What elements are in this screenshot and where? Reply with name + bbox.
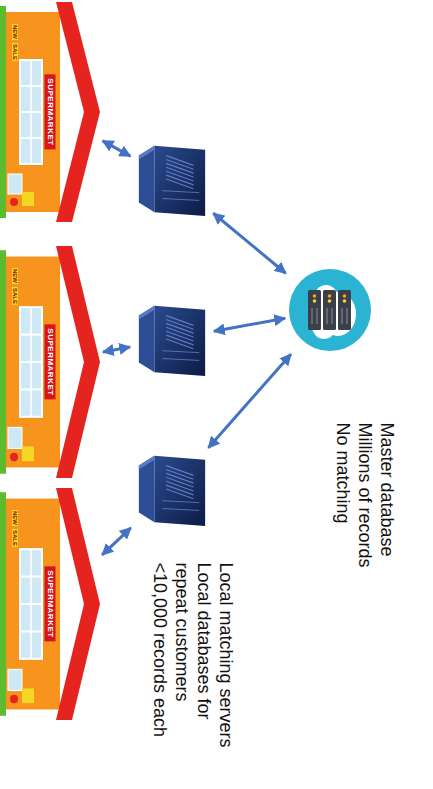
small-sign: SALE <box>12 287 18 305</box>
note-text: No matching <box>332 423 354 628</box>
matching-server-node <box>133 140 211 218</box>
store-sign: SUPERMARKET <box>45 74 56 149</box>
master-database-node: Master databaseMillions of recordsNo mat… <box>288 268 372 352</box>
supermarket-node: SUPERMARKET NEW SALE <box>0 2 100 222</box>
rotated-note: Master databaseMillions of recordsNo mat… <box>332 423 398 628</box>
server-icon <box>133 300 211 378</box>
double-arrow <box>103 347 130 352</box>
supermarket-node: SUPERMARKET NEW SALE <box>0 488 100 720</box>
double-arrow <box>208 354 291 448</box>
store-sign: SUPERMARKET <box>45 324 56 399</box>
rotated-note: Local matching serversLocal databases fo… <box>149 563 237 768</box>
server-icon <box>133 450 211 528</box>
double-arrow <box>214 318 285 331</box>
small-sign: NEW <box>12 24 18 40</box>
store-sign: SUPERMARKET <box>45 566 56 641</box>
small-sign: NEW <box>12 510 18 526</box>
note-text: Local databases for repeat customers <box>171 563 215 768</box>
double-arrow <box>103 141 131 156</box>
supermarket-node: SUPERMARKET NEW SALE <box>0 246 100 478</box>
note-text: Local matching servers <box>215 563 237 768</box>
double-arrow <box>213 213 285 273</box>
note-text: Master database <box>376 423 398 628</box>
note-text: Millions of records <box>354 423 376 628</box>
matching-server-node <box>133 300 211 378</box>
small-sign: SALE <box>12 43 18 61</box>
cloud-database-icon <box>288 268 372 352</box>
matching-server-node: Local matching serversLocal databases fo… <box>133 450 211 528</box>
small-sign: SALE <box>12 529 18 547</box>
server-icon <box>133 140 211 218</box>
note-text: <10,000 records each <box>149 563 171 768</box>
small-sign: NEW <box>12 268 18 284</box>
double-arrow <box>102 528 131 555</box>
